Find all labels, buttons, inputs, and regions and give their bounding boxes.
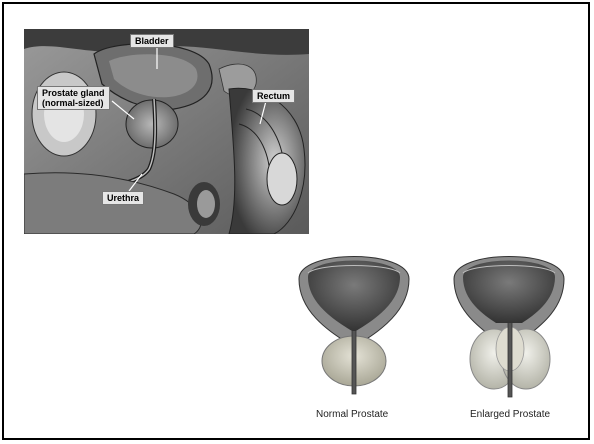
normal-prostate-caption: Normal Prostate <box>316 409 388 420</box>
enlarged-prostate-figure <box>454 257 564 398</box>
prostate-comparison-illustration <box>294 249 594 409</box>
prostate-gland-label-line1: Prostate gland <box>42 88 105 98</box>
rectum-label: Rectum <box>252 89 295 103</box>
bladder-label: Bladder <box>130 34 174 48</box>
anatomy-illustration <box>24 29 309 234</box>
anatomy-cross-section: Bladder Prostate gland (normal-sized) Re… <box>24 29 309 234</box>
slide-frame: Bladder Prostate gland (normal-sized) Re… <box>2 2 590 440</box>
urethra-label: Urethra <box>102 191 144 205</box>
prostate-gland-label: Prostate gland (normal-sized) <box>37 86 110 110</box>
prostate-comparison: Normal Prostate Enlarged Prostate <box>294 249 594 429</box>
normal-prostate-figure <box>299 257 409 395</box>
prostate-gland-label-line2: (normal-sized) <box>42 98 104 108</box>
enlarged-prostate-caption: Enlarged Prostate <box>470 409 550 420</box>
